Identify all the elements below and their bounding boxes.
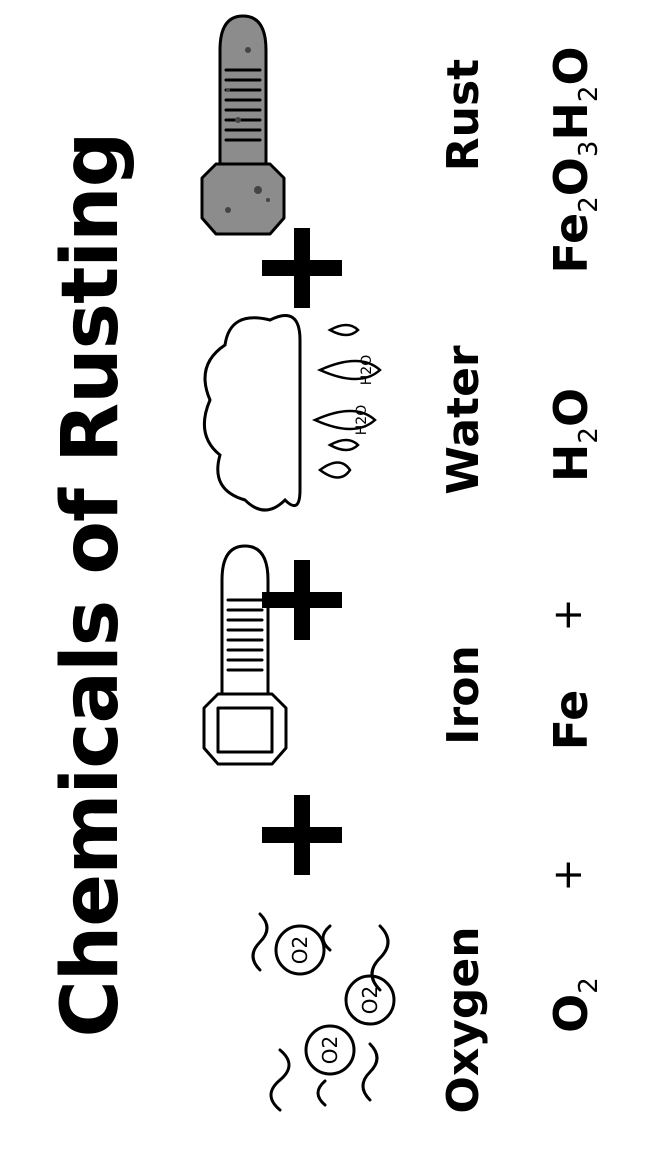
oxygen-formula: O2 [544, 950, 605, 1060]
rusty-bolt-icon [200, 14, 286, 236]
formula-element: O [544, 993, 598, 1033]
formula-plus: + [545, 858, 591, 892]
plus-icon [262, 228, 342, 308]
formula-element: H [544, 102, 598, 141]
rain-cloud-icon: H2O H2O [202, 314, 382, 512]
plus-icon [262, 795, 342, 875]
iron-bolt-icon [202, 544, 288, 766]
formula-plus: + [545, 598, 591, 632]
h2o-drop-label: H2O [359, 355, 375, 385]
formula-subscript: 2 [574, 427, 605, 444]
formula-element: O [544, 387, 598, 428]
rust-label: Rust [438, 58, 489, 172]
formula-subscript: 3 [574, 140, 605, 158]
h2o-drop-label: H2O [354, 405, 370, 435]
formula-subscript: 2 [574, 977, 605, 994]
formula-element: H [544, 443, 598, 483]
water-formula: H2O [544, 365, 605, 505]
formula-element: O [544, 157, 598, 197]
diagram-title: Chemicals of Rusting [46, 132, 136, 1038]
o2-molecule-label: O2 [318, 1036, 342, 1064]
oxygen-label: Oxygen [438, 926, 489, 1114]
o2-molecule-label: O2 [288, 936, 312, 964]
formula-element: Fe [544, 212, 598, 274]
formula-subscript: 2 [574, 196, 605, 213]
formula-element: O [544, 46, 598, 86]
plus-icon [262, 560, 342, 640]
water-label: Water [438, 345, 489, 495]
o2-molecule-label: O2 [358, 986, 382, 1014]
iron-formula: Fe [544, 689, 598, 751]
oxygen-molecules-icon: O2 O2 O2 [251, 912, 396, 1112]
formula-subscript: 2 [574, 85, 605, 103]
rust-formula: Fe2O3H2O [544, 20, 605, 300]
iron-label: Iron [438, 645, 489, 745]
